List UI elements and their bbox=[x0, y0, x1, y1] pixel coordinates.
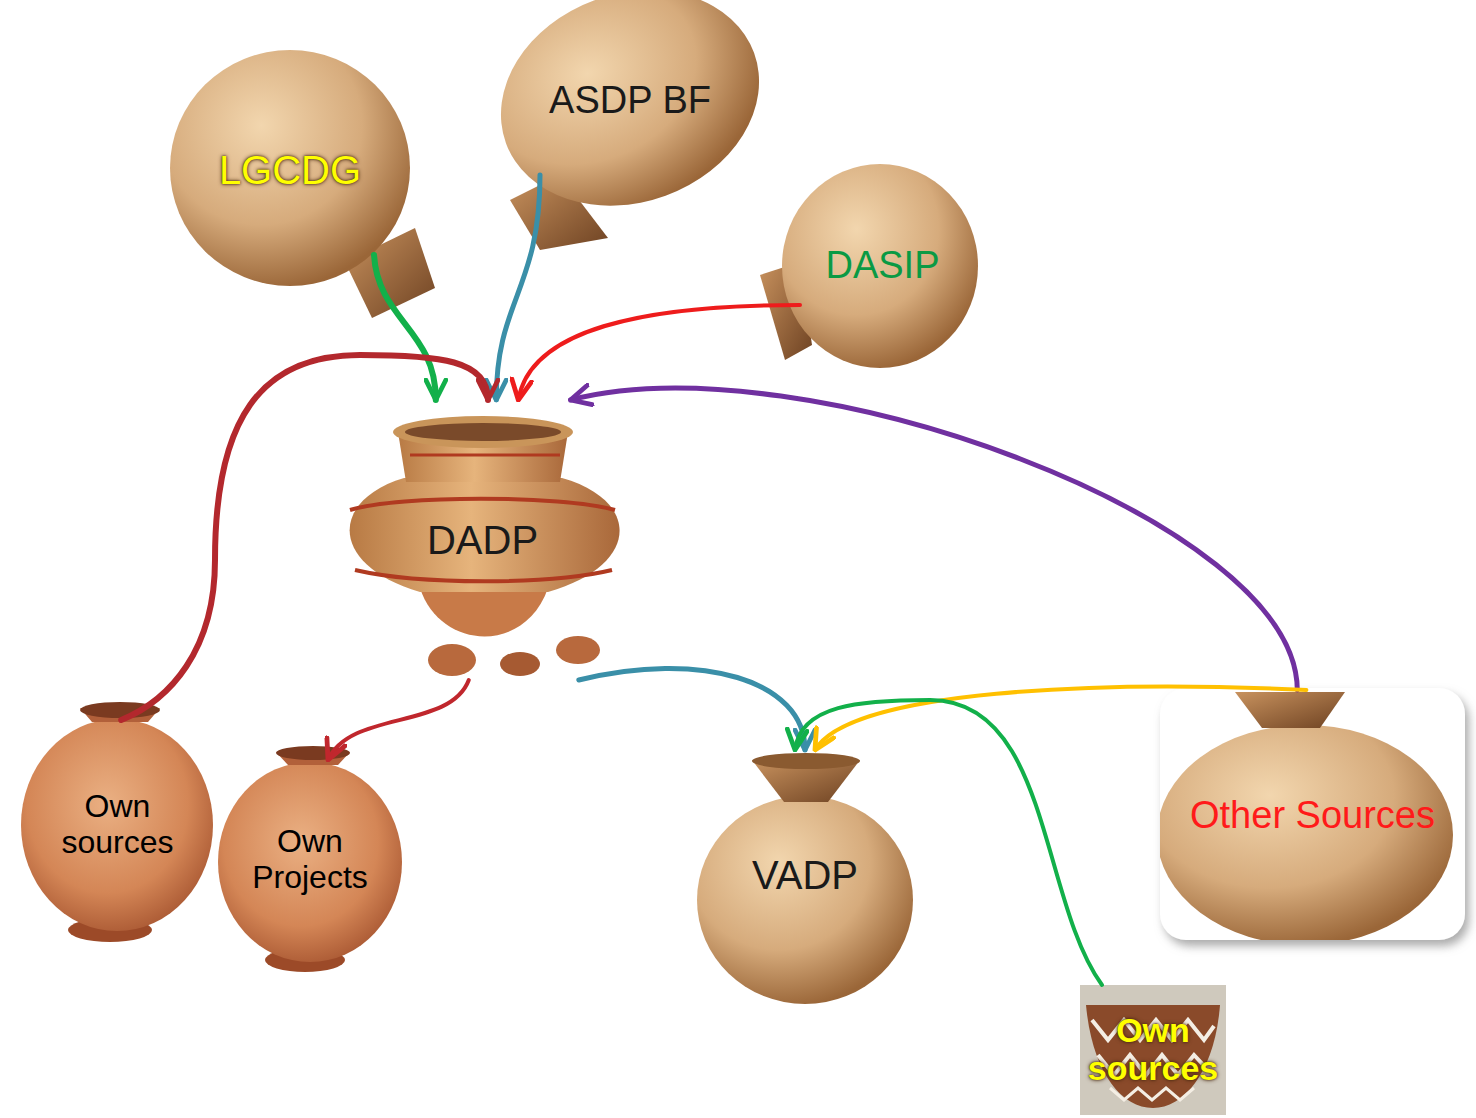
pottery-shape bbox=[80, 702, 160, 718]
flow-arrow bbox=[328, 680, 469, 760]
pot-node: Own sources bbox=[25, 720, 210, 930]
pottery-shape bbox=[170, 50, 410, 286]
pottery-shape bbox=[350, 478, 620, 592]
framed-pot bbox=[1157, 688, 1465, 945]
pot-label: Other Sources bbox=[1190, 794, 1435, 837]
pottery-shape bbox=[350, 499, 615, 510]
pottery-shape bbox=[556, 636, 600, 664]
pot-label: LGCDG bbox=[219, 148, 361, 193]
pottery-shape bbox=[405, 423, 561, 441]
basket-label: Own sources bbox=[1074, 1011, 1232, 1087]
flow-arrow bbox=[815, 687, 1306, 750]
pot-node: DASIP bbox=[800, 185, 965, 345]
pottery-shape bbox=[782, 164, 978, 368]
pot-node: VADP bbox=[705, 750, 905, 1000]
painted-pot bbox=[21, 702, 213, 942]
pot-label: ASDP BF bbox=[549, 79, 711, 122]
pottery-shape bbox=[752, 753, 860, 769]
pot-node: LGCDG bbox=[190, 85, 390, 255]
pottery-shape bbox=[218, 762, 402, 962]
pottery-shape bbox=[1235, 692, 1345, 728]
flow-arrow bbox=[579, 668, 805, 750]
flow-arrow bbox=[496, 175, 540, 400]
pot-node: Own Projects bbox=[220, 760, 400, 960]
flow-arrow bbox=[795, 700, 1102, 985]
gourd-pot bbox=[170, 50, 435, 318]
pottery-shape bbox=[470, 0, 789, 241]
pottery-shape bbox=[697, 796, 913, 1004]
painted-pot bbox=[218, 746, 402, 972]
pot-label: DADP bbox=[427, 518, 538, 563]
gourd-pot bbox=[697, 753, 913, 1004]
pottery-shape bbox=[500, 652, 540, 676]
pot-label: DASIP bbox=[825, 244, 939, 287]
pottery-shape bbox=[21, 719, 213, 931]
pottery-shape bbox=[1110, 1088, 1194, 1100]
pot-label: VADP bbox=[752, 853, 858, 898]
pot-label: Own Projects bbox=[226, 824, 394, 896]
flow-arrow bbox=[518, 305, 800, 400]
flow-arrow bbox=[374, 255, 436, 400]
pot-node: ASDP BF bbox=[530, 25, 730, 175]
pottery-shape bbox=[1160, 692, 1453, 940]
pottery-shape bbox=[428, 644, 476, 676]
tripod-pot bbox=[350, 416, 620, 676]
pot-node: DADP bbox=[345, 400, 620, 680]
pottery-shape bbox=[1160, 725, 1453, 940]
pottery-shape bbox=[420, 588, 548, 636]
pot-label: Own sources bbox=[31, 789, 204, 861]
pottery-shape bbox=[276, 746, 350, 760]
gourd-pot bbox=[470, 0, 789, 250]
pot-node: Other Sources bbox=[1160, 690, 1465, 940]
pot-node: Own sources bbox=[1068, 985, 1238, 1113]
pottery-shape bbox=[393, 416, 573, 448]
flow-arrow bbox=[571, 388, 1298, 690]
pottery-shape bbox=[355, 570, 612, 581]
pottery-shape bbox=[410, 454, 560, 457]
gourd-pot bbox=[760, 164, 978, 368]
